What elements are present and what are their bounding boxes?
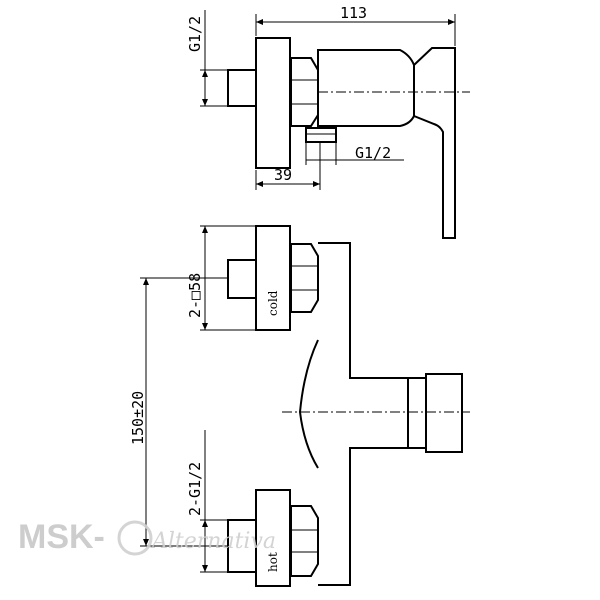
- top-inlet-stub: [227, 69, 257, 107]
- front-handle-cap: [425, 373, 463, 453]
- dim-left-thread: G1/2: [186, 16, 204, 52]
- dim-square: 2-□58: [186, 273, 204, 318]
- cold-label: cold: [266, 290, 280, 316]
- cold-hex-nut: [290, 243, 319, 313]
- watermark-script: Alternativa: [150, 529, 276, 554]
- dim-offset: 39: [274, 166, 292, 184]
- dim-thread-pair: 2-G1/2: [186, 462, 204, 516]
- hot-label: hot: [266, 552, 280, 572]
- hot-hex-nut: [290, 505, 319, 577]
- front-handle-collar: [407, 377, 427, 449]
- cold-inlet-stub: [227, 259, 257, 299]
- front-view: cold hot 150±20 2-□58 2-G1/2: [129, 225, 470, 587]
- front-mixer-body: [318, 242, 409, 586]
- dim-overall-width: 113: [340, 4, 367, 22]
- top-outlet: [305, 127, 337, 143]
- top-hex-nut: [290, 57, 319, 127]
- top-view: 113 39 G1/2 G1/2: [186, 4, 470, 239]
- top-mixer-body: [317, 49, 415, 127]
- front-body-curve: [298, 339, 319, 469]
- watermark: MSK- Alternativa: [18, 518, 276, 556]
- dim-bottom-thread: G1/2: [355, 144, 391, 162]
- dim-spacing: 150±20: [129, 391, 147, 445]
- watermark-logo-icon: [117, 520, 153, 556]
- watermark-brand: MSK-: [18, 518, 105, 556]
- top-wall-plate: [255, 37, 291, 169]
- top-lever-handle: [413, 47, 456, 239]
